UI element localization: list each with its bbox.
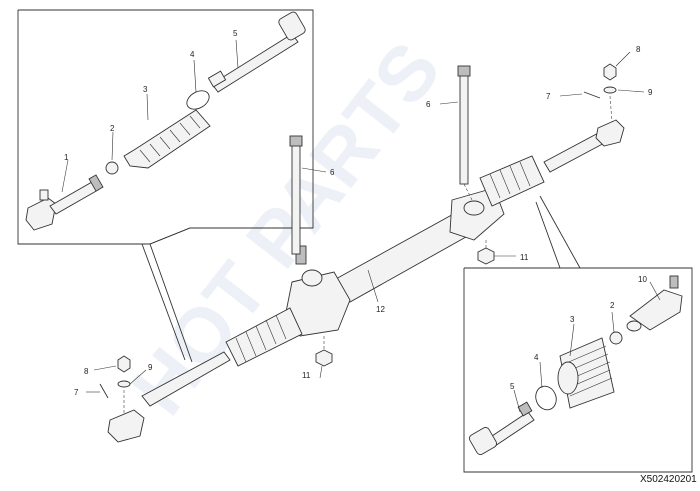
callout-r-7: 7 xyxy=(546,92,551,101)
callout-r-8: 8 xyxy=(636,45,641,54)
lr-part-3-boot xyxy=(557,323,615,409)
part-4-clamp xyxy=(186,59,210,110)
callout-lr-10: 10 xyxy=(638,275,647,284)
lr-part-2-nut xyxy=(609,311,623,345)
callout-ul-1: 1 xyxy=(64,153,69,162)
part-11-nut-right xyxy=(477,240,516,265)
callout-lr-5: 5 xyxy=(510,382,515,391)
part-2-nut xyxy=(105,131,119,175)
part-5-inner-tie-rod xyxy=(207,11,306,93)
callout-r-9: 9 xyxy=(648,88,653,97)
callout-6b: 6 xyxy=(426,100,431,109)
callout-lr-2: 2 xyxy=(610,301,615,310)
callout-labels: 1 2 3 4 5 6 6 7 8 9 7 8 9 11 11 12 2 3 4… xyxy=(64,29,653,397)
callout-11b: 11 xyxy=(520,253,529,262)
lr-part-5-inner-tie-rod xyxy=(468,389,535,456)
part-11-nut-left xyxy=(315,336,333,379)
steering-rack-assembly xyxy=(107,119,625,443)
lr-part-10-tie-rod-end xyxy=(626,275,683,332)
callout-ul-5: 5 xyxy=(233,29,238,38)
detail-box-lower-right xyxy=(463,195,693,473)
part-6-bolt-left xyxy=(289,135,327,255)
diagram-code: X502420201 xyxy=(640,474,697,485)
parts-7-8-9-right xyxy=(559,51,645,123)
callout-lr-4: 4 xyxy=(534,353,539,362)
part-6-bolt-right xyxy=(439,65,473,201)
callout-6a: 6 xyxy=(330,168,335,177)
callout-11a: 11 xyxy=(302,371,311,380)
callout-ul-4: 4 xyxy=(190,50,195,59)
part-1-tie-rod-end xyxy=(25,159,104,231)
callout-lr-3: 3 xyxy=(570,315,575,324)
detail-box-upper-left xyxy=(17,9,314,363)
part-3-boot xyxy=(123,93,211,169)
lead-12 xyxy=(367,269,379,303)
callout-l-8: 8 xyxy=(84,367,89,376)
lr-part-4-clamp xyxy=(535,361,557,411)
callout-12: 12 xyxy=(376,305,385,314)
parts-7-8-9-left xyxy=(86,355,147,414)
callout-ul-2: 2 xyxy=(110,124,115,133)
callout-ul-3: 3 xyxy=(143,85,148,94)
callout-l-9: 9 xyxy=(148,363,153,372)
callout-l-7: 7 xyxy=(74,388,79,397)
